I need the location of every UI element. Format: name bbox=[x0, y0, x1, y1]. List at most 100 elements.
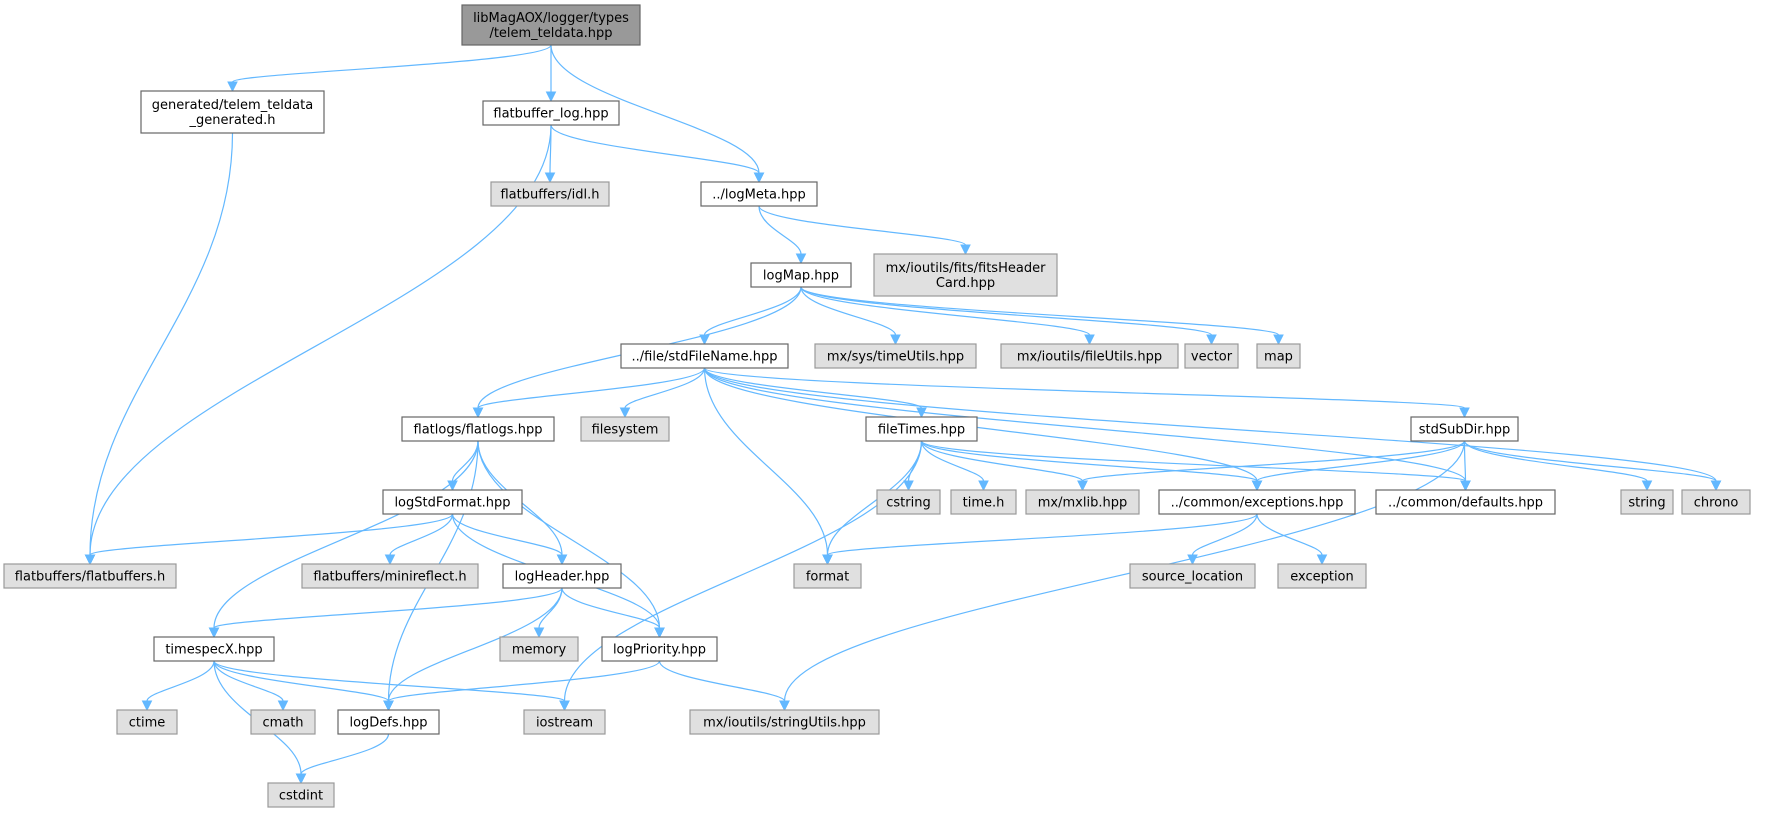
edges-layer bbox=[84, 44, 1722, 785]
node-box bbox=[865, 416, 978, 442]
arrowhead-icon bbox=[1206, 334, 1217, 346]
node-box bbox=[482, 100, 620, 126]
node-label: memory bbox=[512, 643, 567, 658]
node-box bbox=[153, 636, 275, 662]
node-label: /telem_teldata.hpp bbox=[489, 26, 612, 41]
edge-logdefs-to-cstdint bbox=[295, 733, 390, 785]
node-box bbox=[876, 489, 941, 515]
edge-stdfn-to-stdsubdir bbox=[703, 367, 1470, 419]
arrowhead-icon bbox=[1459, 407, 1470, 419]
edge-root-to-fblog bbox=[545, 45, 557, 103]
node-label: logHeader.hpp bbox=[515, 570, 610, 585]
node-box bbox=[140, 90, 325, 134]
edge-line bbox=[550, 124, 760, 174]
node-label: flatlogs/flatlogs.hpp bbox=[414, 423, 543, 438]
node-label: mx/ioutils/fits/fitsHeader bbox=[886, 261, 1047, 276]
node-timespecx[interactable]: timespecX.hpp bbox=[153, 636, 275, 662]
node-logdefs[interactable]: logDefs.hpp bbox=[337, 709, 440, 735]
edge-line bbox=[451, 513, 563, 556]
node-gen[interactable]: generated/telem_teldata_generated.h bbox=[140, 90, 325, 134]
node-box bbox=[814, 343, 977, 369]
edge-line bbox=[703, 367, 1258, 482]
edge-stdsubdir-to-string bbox=[1463, 440, 1653, 492]
edge-logheader-to-timespecx bbox=[208, 587, 563, 639]
node-flatlogs[interactable]: flatlogs/flatlogs.hpp bbox=[401, 416, 555, 442]
node-box bbox=[601, 636, 718, 662]
edge-timespecx-to-cmath bbox=[213, 660, 289, 712]
node-exceptions[interactable]: ../common/exceptions.hpp bbox=[1158, 489, 1356, 515]
edge-line bbox=[1081, 440, 1466, 482]
edge-line bbox=[703, 367, 829, 556]
edge-flatlogs-to-logpriority bbox=[477, 440, 665, 639]
node-cmath: cmath bbox=[250, 709, 316, 735]
node-logheader[interactable]: logHeader.hpp bbox=[502, 563, 622, 589]
node-label: flatbuffers/idl.h bbox=[500, 188, 599, 203]
node-memory: memory bbox=[499, 636, 579, 662]
node-timeutils: mx/sys/timeUtils.hpp bbox=[814, 343, 977, 369]
node-box bbox=[1256, 343, 1301, 369]
node-logstdfmt[interactable]: logStdFormat.hpp bbox=[382, 489, 523, 515]
edge-line bbox=[300, 733, 390, 775]
node-label: ../logMeta.hpp bbox=[712, 188, 806, 203]
node-logmeta[interactable]: ../logMeta.hpp bbox=[700, 181, 818, 207]
arrowhead-icon bbox=[208, 627, 220, 639]
edge-line bbox=[231, 44, 552, 83]
node-box bbox=[116, 709, 178, 735]
node-filetimes[interactable]: fileTimes.hpp bbox=[865, 416, 978, 442]
edge-line bbox=[387, 587, 563, 702]
edge-logmap-to-vector bbox=[800, 286, 1217, 346]
node-fblog[interactable]: flatbuffer_log.hpp bbox=[482, 100, 620, 126]
node-box bbox=[401, 416, 555, 442]
node-label: mx/ioutils/fileUtils.hpp bbox=[1017, 350, 1162, 365]
node-fbuffers: flatbuffers/flatbuffers.h bbox=[3, 563, 177, 589]
node-label: exception bbox=[1290, 570, 1354, 585]
edge-line bbox=[920, 440, 985, 482]
node-box bbox=[1620, 489, 1674, 515]
node-label: flatbuffers/minireflect.h bbox=[313, 570, 466, 585]
arrowhead-icon bbox=[141, 700, 153, 712]
node-box bbox=[461, 4, 641, 46]
edge-exceptions-to-exception bbox=[1256, 513, 1328, 566]
node-label: logStdFormat.hpp bbox=[394, 496, 510, 511]
arrowhead-icon bbox=[654, 627, 665, 639]
edge-logstdfmt-to-minireflect bbox=[384, 513, 454, 566]
edge-stdfn-to-chrono bbox=[703, 367, 1722, 492]
node-logpriority[interactable]: logPriority.hpp bbox=[601, 636, 718, 662]
edge-filetimes-to-defaults bbox=[920, 440, 1471, 492]
arrowhead-icon bbox=[1077, 480, 1088, 492]
node-stdfn[interactable]: ../file/stdFileName.hpp bbox=[620, 343, 789, 369]
arrowhead-icon bbox=[556, 554, 568, 566]
node-box bbox=[1184, 343, 1239, 369]
node-box bbox=[499, 636, 579, 662]
edge-line bbox=[758, 205, 802, 255]
node-srcloc: source_location bbox=[1129, 563, 1256, 589]
node-box bbox=[1410, 416, 1519, 442]
node-exception: exception bbox=[1277, 563, 1367, 589]
node-stdsubdir[interactable]: stdSubDir.hpp bbox=[1410, 416, 1519, 442]
edge-logstdfmt-to-fbuffers bbox=[84, 513, 454, 566]
edge-root-to-gen bbox=[227, 44, 552, 93]
arrowhead-icon bbox=[1641, 480, 1653, 492]
arrowhead-icon bbox=[295, 773, 307, 785]
edge-line bbox=[1191, 513, 1258, 556]
node-string: string bbox=[1620, 489, 1674, 515]
arrowhead-icon bbox=[1710, 480, 1722, 492]
arrowhead-icon bbox=[533, 627, 545, 639]
node-box bbox=[689, 709, 880, 735]
edge-line bbox=[907, 440, 923, 482]
edge-timespecx-to-ctime bbox=[141, 660, 215, 712]
node-label: libMagAOX/logger/types bbox=[473, 11, 629, 26]
node-root[interactable]: libMagAOX/logger/types/telem_teldata.hpp bbox=[461, 4, 641, 46]
node-defaults[interactable]: ../common/defaults.hpp bbox=[1375, 489, 1556, 515]
arrowhead-icon bbox=[227, 81, 238, 93]
edge-line bbox=[1463, 440, 1717, 482]
node-label: source_location bbox=[1142, 570, 1243, 585]
edge-logmap-to-map bbox=[800, 286, 1284, 346]
node-logmap[interactable]: logMap.hpp bbox=[750, 262, 852, 288]
node-label: time.h bbox=[963, 496, 1005, 511]
node-label: flatbuffers/flatbuffers.h bbox=[15, 570, 165, 585]
edge-fblog-to-logmeta bbox=[550, 124, 765, 184]
arrowhead-icon bbox=[903, 480, 914, 492]
node-label: _generated.h bbox=[188, 113, 275, 128]
